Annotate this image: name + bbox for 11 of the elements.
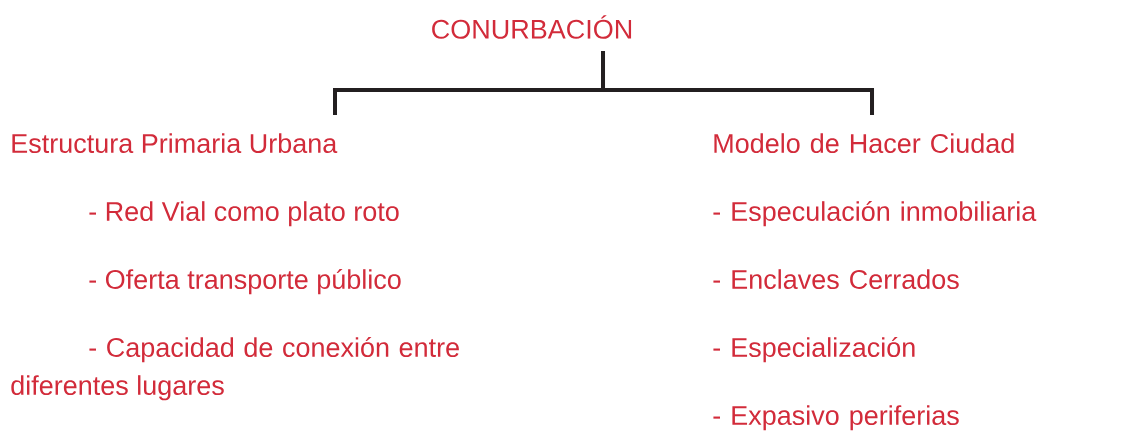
title: CONURBACIÓN: [432, 15, 632, 39]
heading: Estructura Primaria Urbana: [12, 133, 338, 154]
list-item: - Oferta transporte público: [89, 268, 401, 295]
bracket-line: [601, 51, 874, 115]
list-item: - Especialización: [713, 336, 915, 363]
list-item: - Especulación inmobiliaria: [713, 200, 1037, 227]
list-item: - Capacidad de conexión entre diferentes lugares: [11, 336, 459, 401]
list-item: - Enclaves Cerrados: [713, 269, 959, 290]
heading: Modelo de Hacer Ciudad: [714, 133, 1014, 154]
list-item: - Red Vial como plato roto: [89, 201, 399, 227]
list-item: - Expasivo periferias: [713, 405, 959, 431]
